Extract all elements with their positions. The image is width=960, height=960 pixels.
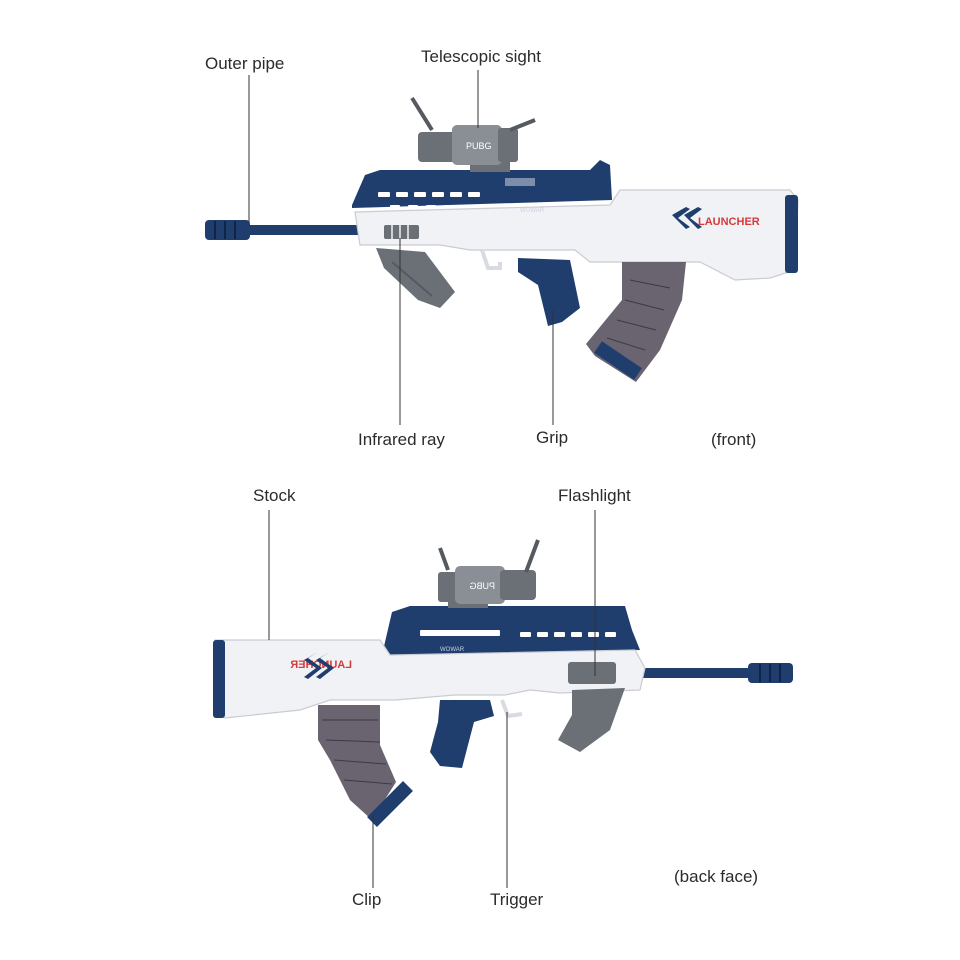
front-view-label: (front): [711, 430, 757, 449]
back-brand-logo: LAUNCHER: [290, 652, 352, 679]
front-butt-plate: [785, 195, 798, 273]
back-receiver-marking: WOWAR: [440, 647, 465, 653]
front-scope: PUBG: [410, 96, 536, 165]
back-body: [214, 639, 646, 719]
front-rail-window: [505, 178, 535, 186]
infrared-ray-label: Infrared ray: [358, 430, 445, 449]
grip-label: Grip: [536, 428, 569, 447]
back-trigger: [500, 699, 523, 719]
back-pistol-grip: [430, 700, 494, 768]
stock-label: Stock: [253, 486, 296, 505]
front-body: [354, 189, 799, 281]
front-infrared-unit: [384, 225, 419, 239]
back-foregrip: [558, 688, 625, 752]
back-scope-marking: PUBG: [469, 581, 495, 591]
front-foregrip: [376, 248, 455, 308]
front-pistol-grip: [518, 258, 580, 326]
flashlight-label: Flashlight: [558, 486, 631, 505]
back-barrel: [640, 668, 760, 678]
back-magazine: [318, 705, 396, 820]
back-flashlight-unit: [568, 662, 616, 684]
back-magazine-base: [367, 781, 413, 827]
front-callout-lines: [248, 70, 554, 425]
clip-label: Clip: [352, 890, 382, 909]
back-upper-rail: [382, 606, 640, 658]
front-brand-logo: LAUNCHER: [672, 207, 760, 229]
front-scope-mount: [470, 162, 510, 172]
trigger-label: Trigger: [490, 890, 544, 909]
telescopic-sight-label: Telescopic sight: [421, 47, 542, 66]
back-gun: LAUNCHER WOWAR: [213, 539, 793, 827]
front-trigger-guard: [480, 249, 502, 270]
back-brand-text: LAUNCHER: [290, 659, 352, 671]
front-muzzle: [205, 220, 250, 240]
back-view-label: (back face): [674, 867, 759, 886]
front-magazine-base: [594, 341, 642, 380]
back-butt-plate: [213, 640, 225, 718]
outer-pipe-label: Outer pipe: [205, 54, 285, 73]
front-barrel: [240, 225, 360, 235]
front-receiver-marking: WOWAR: [520, 208, 545, 214]
back-scope: PUBG: [438, 539, 540, 604]
front-magazine: [586, 262, 686, 382]
front-gun: LAUNCHER WOWAR: [205, 96, 799, 382]
front-brand-text: LAUNCHER: [698, 216, 760, 228]
front-scope-marking: PUBG: [466, 141, 492, 151]
back-callout-lines: [268, 510, 596, 888]
